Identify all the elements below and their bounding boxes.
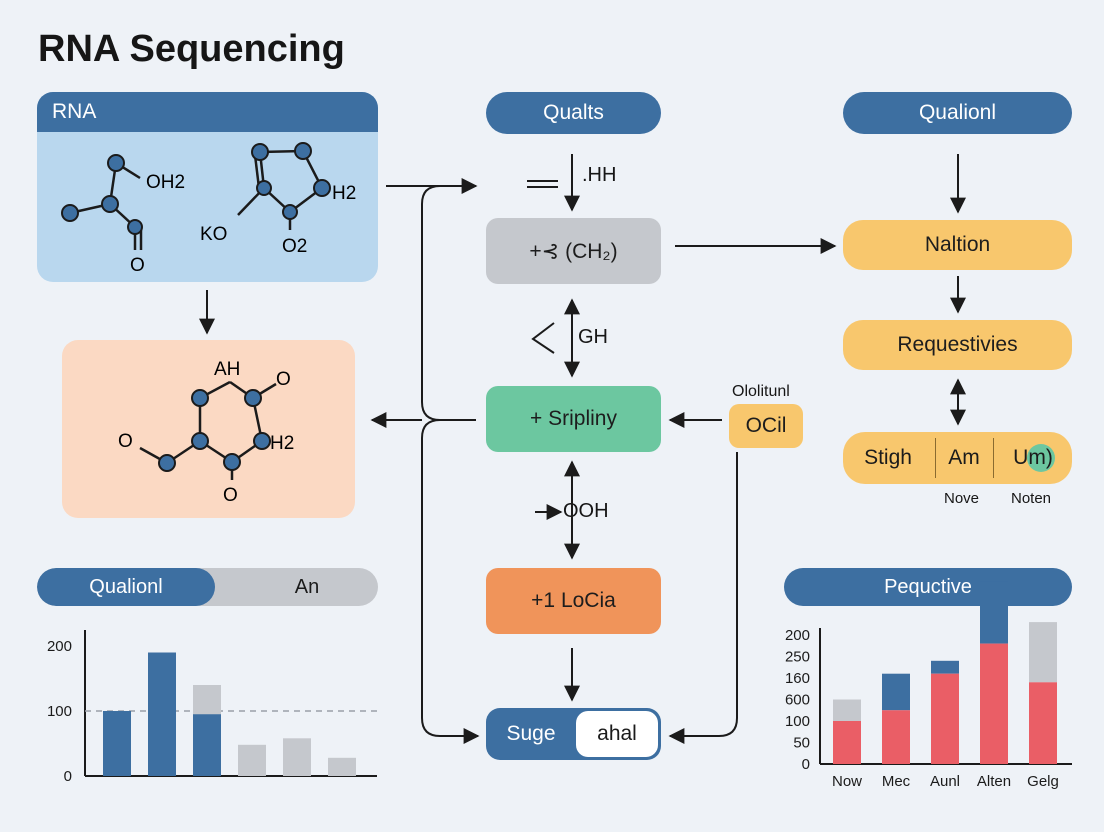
right-x-tick: Gelg	[1027, 773, 1059, 790]
left-y-tick: 0	[64, 768, 72, 785]
requestivies-pill: Requestivies	[843, 320, 1072, 370]
left-bar	[148, 652, 176, 776]
right-bar-top	[980, 581, 1008, 644]
left-chart-header-inactive: An	[294, 575, 320, 598]
right-bar-top	[833, 699, 861, 721]
right-bar-base	[833, 721, 861, 764]
right-bar-base	[931, 673, 959, 764]
suge-ahal-pill: Suge ahal	[486, 708, 661, 760]
molecule-chain-atoms	[61, 154, 143, 235]
struct-label-h2: H2	[270, 433, 294, 454]
molecule-ring-atoms	[251, 142, 331, 220]
rna-label-o2: O2	[282, 236, 307, 257]
right-y-tick: 50	[793, 735, 810, 752]
struct-label-o2: O	[118, 431, 133, 452]
right-y-tick: 600	[785, 692, 810, 709]
right-chart-header: Pequctive	[784, 568, 1072, 606]
label-hh: .HH	[582, 164, 617, 186]
locia-box: +1 LoCia	[486, 568, 661, 634]
ch2-box: +⊰ (CH₂)	[486, 218, 661, 284]
split-stigh: Stigh	[864, 446, 912, 469]
right-bar-top	[931, 660, 959, 674]
suge-label: Suge	[506, 722, 556, 745]
right-bar-base	[1029, 682, 1057, 764]
label-gh: GH	[578, 326, 608, 348]
right-x-tick: Aunl	[930, 773, 960, 790]
struct-label-o3: O	[223, 485, 238, 506]
right-x-tick: Alten	[977, 773, 1011, 790]
structure-panel	[62, 340, 355, 518]
split-divider-2	[993, 438, 994, 478]
naltion-pill: Naltion	[843, 220, 1072, 270]
left-bar-segment	[193, 714, 221, 776]
split-divider-1	[935, 438, 936, 478]
right-bar-base	[980, 643, 1008, 764]
right-y-tick: 0	[802, 756, 810, 773]
rna-label-oh2: OH2	[146, 172, 185, 193]
under-noten: Noten	[1011, 490, 1052, 507]
rna-header-label: RNA	[52, 100, 97, 123]
left-y-tick: 100	[47, 703, 72, 720]
ocil-box: OCil	[729, 404, 803, 448]
right-y-tick: 160	[785, 670, 810, 687]
right-bar-base	[882, 710, 910, 764]
left-chart-header-active: Qualionl	[37, 568, 215, 606]
right-y-tick: 100	[785, 713, 810, 730]
split-um: Um)	[1013, 446, 1053, 469]
left-bar-chart: 0 100 200	[47, 630, 377, 785]
rna-label-o: O	[130, 255, 145, 276]
left-bar	[328, 757, 356, 776]
right-x-tick: Now	[832, 773, 862, 790]
split-pill: Stigh Am Um)	[843, 432, 1072, 484]
ahal-label: ahal	[576, 711, 658, 757]
molecule-ring	[237, 149, 324, 230]
right-y-tick: 200	[785, 627, 810, 644]
right-bar-top	[1029, 622, 1057, 683]
rna-label-h2: H2	[332, 183, 356, 204]
rna-panel-header	[37, 92, 378, 132]
under-nove: Nove	[944, 490, 980, 507]
ololitunl-label: Ololitunl	[732, 383, 790, 400]
left-bar	[103, 711, 131, 776]
left-chart-header: Qualionl An	[37, 568, 378, 606]
struct-label-ah: AH	[214, 359, 240, 380]
split-am: Am	[948, 446, 980, 469]
right-bar-top	[882, 673, 910, 711]
struct-label-o1: O	[276, 369, 291, 390]
split-indicator-dot	[1027, 444, 1055, 472]
left-bar	[238, 744, 266, 776]
left-bar	[283, 738, 311, 776]
molecule-hexagon-atoms	[158, 389, 271, 472]
right-y-tick: 250	[785, 649, 810, 666]
rna-label-ko: KO	[200, 224, 227, 245]
qualionl-pill: Qualionl	[843, 92, 1072, 134]
connectors	[199, 154, 966, 744]
right-x-tick: Mec	[882, 773, 911, 790]
left-y-tick: 200	[47, 638, 72, 655]
page-title: RNA Sequencing	[38, 28, 345, 70]
sripliny-box: + Sripliny	[486, 386, 661, 452]
qualts-pill: Qualts	[486, 92, 661, 134]
